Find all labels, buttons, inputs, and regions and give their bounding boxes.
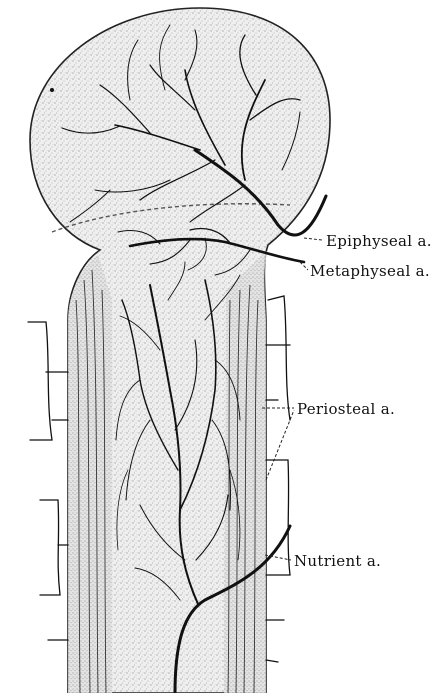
metaphyseal-artery-label: Metaphyseal a. — [310, 262, 430, 280]
periosteal-artery-label: Periosteal a. — [297, 400, 395, 418]
nutrient-artery-label: Nutrient a. — [294, 552, 381, 570]
epiphyseal-artery-label: Epiphyseal a. — [326, 232, 432, 250]
leader-lines — [262, 238, 322, 560]
leader-epiphyseal — [304, 238, 322, 240]
speck — [50, 88, 54, 92]
